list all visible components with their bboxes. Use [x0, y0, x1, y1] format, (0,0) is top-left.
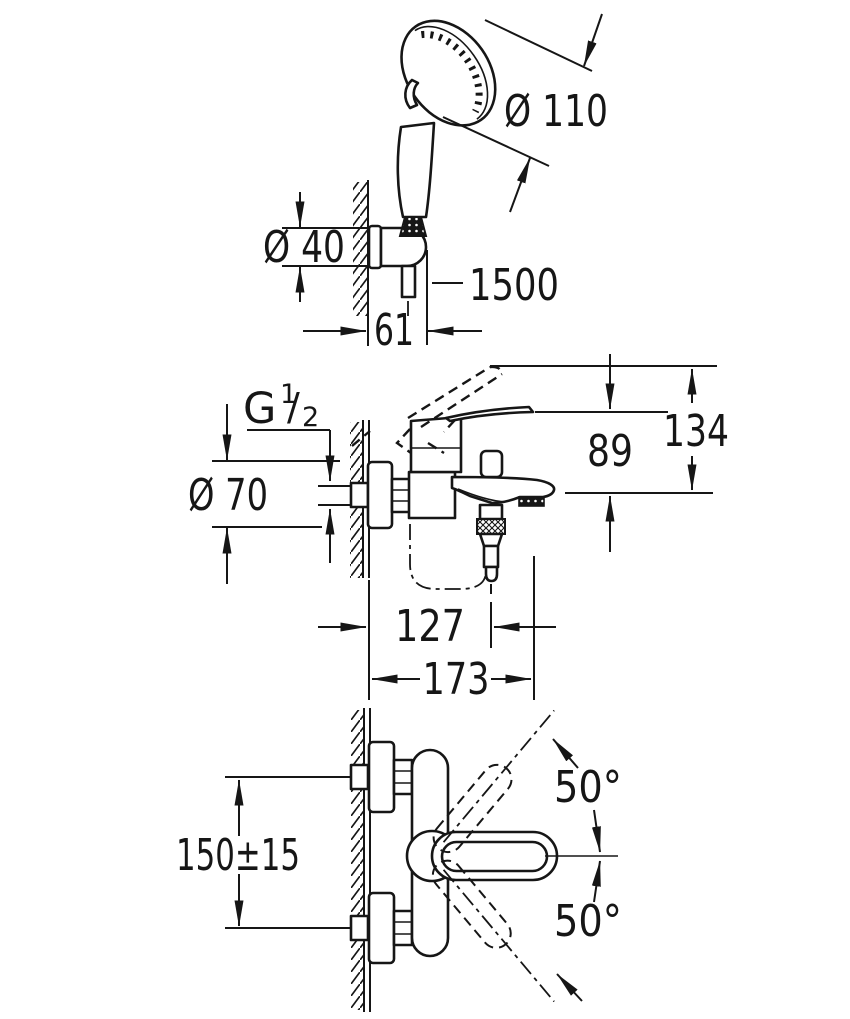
hose-taper: [478, 532, 504, 548]
dim-overall-height: 134: [663, 406, 729, 457]
wall-hatching: [351, 710, 364, 1010]
rosette-top: [367, 740, 396, 814]
dim-holder-diameter: Ø 40: [263, 222, 345, 273]
hose-loop-centerline: [409, 524, 487, 590]
union-nut-bottom: [392, 909, 414, 947]
arrow-icon: [591, 860, 601, 903]
union-nut-top: [392, 758, 414, 796]
phantom-lever-up: [432, 709, 555, 854]
lever-blade: [444, 405, 535, 423]
phantom-lever-tip: [489, 365, 504, 375]
nut-facets: [394, 770, 412, 784]
dim-thread-slash: /: [287, 385, 300, 429]
dim-thread-numerator: 1: [280, 379, 297, 410]
wall-hatching: [353, 182, 368, 316]
dim-thread-g: G: [243, 384, 276, 434]
dim-rosette-diameter: Ø 70: [188, 470, 268, 521]
view-mixer-side: G 1 / 2 Ø 70 89 134 127 173: [188, 354, 729, 705]
phantom-cap-corner: [395, 428, 412, 454]
arrow-icon: [556, 973, 583, 1002]
valve-body: [407, 470, 457, 520]
hose-cone-nut: [398, 216, 428, 237]
supply-square: [349, 481, 370, 509]
lever-grip: [440, 840, 549, 873]
union-nut: [390, 477, 412, 514]
dim-holder-projection: 61: [374, 305, 414, 356]
dim-swing-angle-lower: 50°: [554, 896, 622, 947]
arrow-icon: [591, 809, 601, 853]
arrow-icon: [552, 738, 579, 769]
rosette-bottom: [367, 891, 396, 965]
phantom-lever-bottom: [420, 372, 503, 429]
phantom-lever-down: [431, 859, 555, 1003]
dim-lines-holder-diameter: [282, 227, 381, 267]
nut-facets: [394, 921, 412, 935]
dim-hose-outlet-projection: 127: [395, 601, 465, 652]
spout-contour: [457, 488, 506, 503]
dim-swing-angle-upper: 50°: [554, 762, 622, 813]
diverter-knob: [479, 449, 504, 479]
dim-hose-length: 1500: [469, 260, 559, 311]
spray-nozzles: [420, 30, 483, 114]
supply-square-bottom: [349, 914, 370, 942]
hose-down-tube: [400, 264, 417, 299]
dim-ext-head-bottom: [442, 116, 550, 167]
dim-head-diameter: Ø 110: [504, 86, 608, 137]
shower-head: [400, 19, 497, 127]
view-mixer-front: 150±15 50° 50°: [176, 708, 622, 1012]
nut-facets: [392, 489, 410, 502]
aerator: [518, 496, 545, 507]
arrow-icon: [509, 157, 531, 213]
shower-handle: [396, 121, 436, 219]
mode-button: [404, 78, 420, 110]
hose-nipple: [484, 565, 499, 583]
ext-pipe-centers: [225, 776, 351, 929]
hose-tube: [482, 544, 500, 569]
cartridge-housing: [409, 415, 463, 474]
arrow-icon: [583, 13, 603, 67]
supply-stub: [318, 485, 351, 506]
holder-escutcheon: [367, 224, 383, 270]
face-rim: [414, 25, 489, 120]
phantom-cap-dashes: [351, 419, 456, 455]
dim-lines-rosette: [212, 460, 340, 528]
dim-spout-height: 89: [587, 426, 633, 477]
dim-thread-denominator: 2: [302, 402, 319, 433]
phantom-lever-top: [407, 365, 491, 420]
dim-pipe-center-distance: 150±15: [176, 830, 300, 881]
knurled-ring: [476, 518, 506, 535]
rosette-flange: [366, 460, 394, 530]
supply-square-top: [349, 763, 370, 791]
hose-socket: [478, 503, 504, 521]
dim-spout-projection: 173: [423, 654, 490, 705]
view-hand-shower-holder: Ø 110 Ø 40 1500 61: [263, 13, 608, 356]
dim-ext-head-top: [484, 19, 593, 72]
